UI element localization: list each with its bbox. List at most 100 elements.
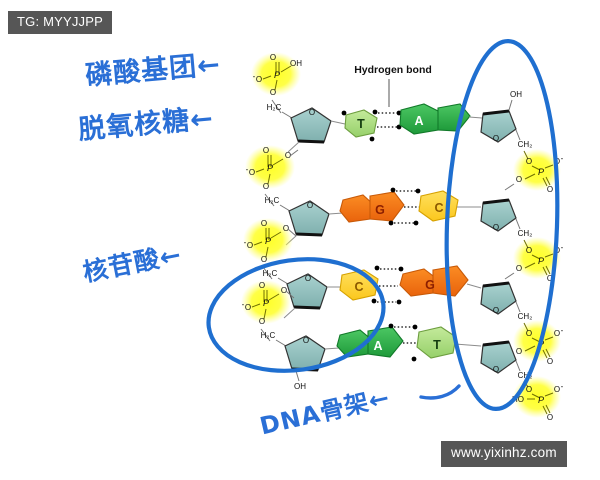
atom-methylene: CH₂ bbox=[518, 229, 533, 238]
atom-oxygen: O bbox=[285, 151, 291, 160]
atom-oxygen: O bbox=[259, 281, 265, 290]
atom-ring-oxygen: O bbox=[307, 201, 313, 210]
atom-charge: - bbox=[561, 326, 564, 335]
atom-phosphorus: P bbox=[538, 395, 544, 405]
atom-oxygen-anion: O bbox=[247, 241, 253, 250]
base-letter: G bbox=[425, 278, 435, 292]
tg-watermark-tag: TG: MYYJJPP bbox=[8, 11, 112, 35]
nucleotide-row-2: H₂C O G bbox=[264, 187, 533, 246]
hydrogen-bonds-row2 bbox=[394, 188, 421, 226]
atom-oxygen: O bbox=[283, 224, 289, 233]
phosphate-left-2: O O O - P O bbox=[245, 145, 299, 191]
backbone-circle bbox=[444, 39, 560, 411]
deoxyribose-left-1: O bbox=[290, 107, 332, 144]
phosphate-left-1: O OH O - P O bbox=[251, 52, 302, 97]
atom-methylene: CH₂ bbox=[518, 371, 533, 380]
backbone-arrow bbox=[419, 384, 461, 400]
atom-charge: - bbox=[561, 154, 564, 163]
hydrogen-bonds-row3 bbox=[377, 266, 404, 305]
site-watermark: www.yixinhz.com bbox=[441, 441, 567, 467]
hydrogen-bonds-row4 bbox=[394, 324, 418, 362]
hydrogen-bonds-row1 bbox=[377, 110, 402, 130]
atom-charge: - bbox=[561, 243, 564, 252]
base-T-row4: T bbox=[416, 326, 457, 359]
nucleotide-row-4: H₂C O OH A bbox=[260, 323, 533, 391]
deoxyribose-left-2: O bbox=[288, 200, 330, 237]
atom-oxygen: O bbox=[516, 347, 522, 356]
atom-methylene: CH₂ bbox=[518, 312, 533, 321]
atom-ring-oxygen: O bbox=[303, 336, 309, 345]
nucleotide-row-1: O OH O - P O H₂C O T bbox=[251, 52, 533, 153]
atom-phosphorus: P bbox=[265, 236, 271, 246]
atom-oxygen: O bbox=[516, 175, 522, 184]
atom-hydroxyl-left: HO bbox=[512, 395, 524, 404]
atom-charge: - bbox=[246, 165, 249, 174]
atom-hydroxyl: OH bbox=[510, 90, 522, 99]
base-A-row1: A bbox=[399, 103, 471, 135]
base-G-row3: G bbox=[399, 265, 469, 297]
deoxyribose-right-1: O bbox=[480, 109, 517, 143]
base-T-row1: T bbox=[341, 109, 378, 142]
base-G-row2: G bbox=[339, 187, 405, 226]
atom-oxygen: O bbox=[261, 255, 267, 264]
atom-methylene: CH₂ bbox=[518, 140, 533, 149]
atom-oxygen: O bbox=[270, 88, 276, 97]
nucleotide-circle bbox=[206, 257, 386, 373]
hydrogen-bond-label-group: Hydrogen bond bbox=[354, 64, 432, 107]
atom-methylene: H₂C bbox=[267, 103, 282, 112]
atom-phosphorus: P bbox=[274, 70, 280, 80]
base-letter: T bbox=[433, 338, 441, 352]
base-C-row2: C bbox=[418, 190, 459, 222]
phosphate-left-3: O O O - P O bbox=[243, 218, 297, 264]
atom-oxygen: O bbox=[526, 329, 532, 338]
atom-phosphorus: P bbox=[263, 298, 269, 308]
atom-phosphorus: P bbox=[538, 256, 544, 266]
atom-oxygen: O bbox=[526, 157, 532, 166]
atom-ring-oxygen: O bbox=[493, 134, 499, 143]
atom-oxygen: O bbox=[261, 219, 267, 228]
atom-ring-oxygen: O bbox=[493, 365, 499, 374]
atom-charge: - bbox=[244, 238, 247, 247]
atom-methylene: H₂C bbox=[263, 269, 278, 278]
atom-ring-oxygen: O bbox=[493, 223, 499, 232]
atom-phosphorus: P bbox=[267, 163, 273, 173]
atom-hydroxyl: OH bbox=[290, 59, 302, 68]
hydrogen-bond-label: Hydrogen bond bbox=[354, 64, 432, 76]
base-letter: C bbox=[354, 280, 363, 294]
atom-charge: - bbox=[561, 382, 564, 391]
atom-oxygen: O bbox=[547, 357, 553, 366]
atom-oxygen-anion: O bbox=[554, 385, 560, 394]
deoxyribose-left-3: O bbox=[286, 273, 328, 310]
base-A-row4: A bbox=[336, 323, 404, 358]
atom-oxygen: O bbox=[526, 385, 532, 394]
atom-phosphorus: P bbox=[538, 167, 544, 177]
atom-oxygen: O bbox=[263, 146, 269, 155]
atom-oxygen: O bbox=[516, 264, 522, 273]
phosphate-left-4: O O O - P O bbox=[241, 280, 295, 326]
atom-oxygen: O bbox=[547, 274, 553, 283]
atom-oxygen: O bbox=[547, 185, 553, 194]
atom-charge: - bbox=[253, 72, 256, 81]
atom-ring-oxygen: O bbox=[493, 306, 499, 315]
atom-methylene: H₂C bbox=[261, 331, 276, 340]
base-letter: G bbox=[375, 203, 385, 217]
atom-oxygen-anion: O bbox=[245, 303, 251, 312]
atom-oxygen: O bbox=[263, 182, 269, 191]
atom-oxygen: O bbox=[259, 317, 265, 326]
base-letter: A bbox=[414, 114, 423, 128]
deoxyribose-right-3: O bbox=[480, 281, 517, 315]
atom-oxygen: O bbox=[526, 246, 532, 255]
atom-methylene: H₂C bbox=[265, 196, 280, 205]
phosphate-right-1: O P O - O O bbox=[504, 149, 564, 194]
atom-oxygen-anion: O bbox=[249, 168, 255, 177]
base-letter: T bbox=[357, 117, 365, 131]
atom-oxygen: O bbox=[270, 53, 276, 62]
atom-charge: - bbox=[242, 300, 245, 309]
deoxyribose-right-4: O bbox=[480, 340, 517, 374]
atom-hydroxyl: OH bbox=[294, 382, 306, 391]
deoxyribose-right-2: O bbox=[480, 198, 517, 232]
atom-oxygen-anion: O bbox=[256, 75, 262, 84]
base-letter: C bbox=[434, 201, 443, 215]
